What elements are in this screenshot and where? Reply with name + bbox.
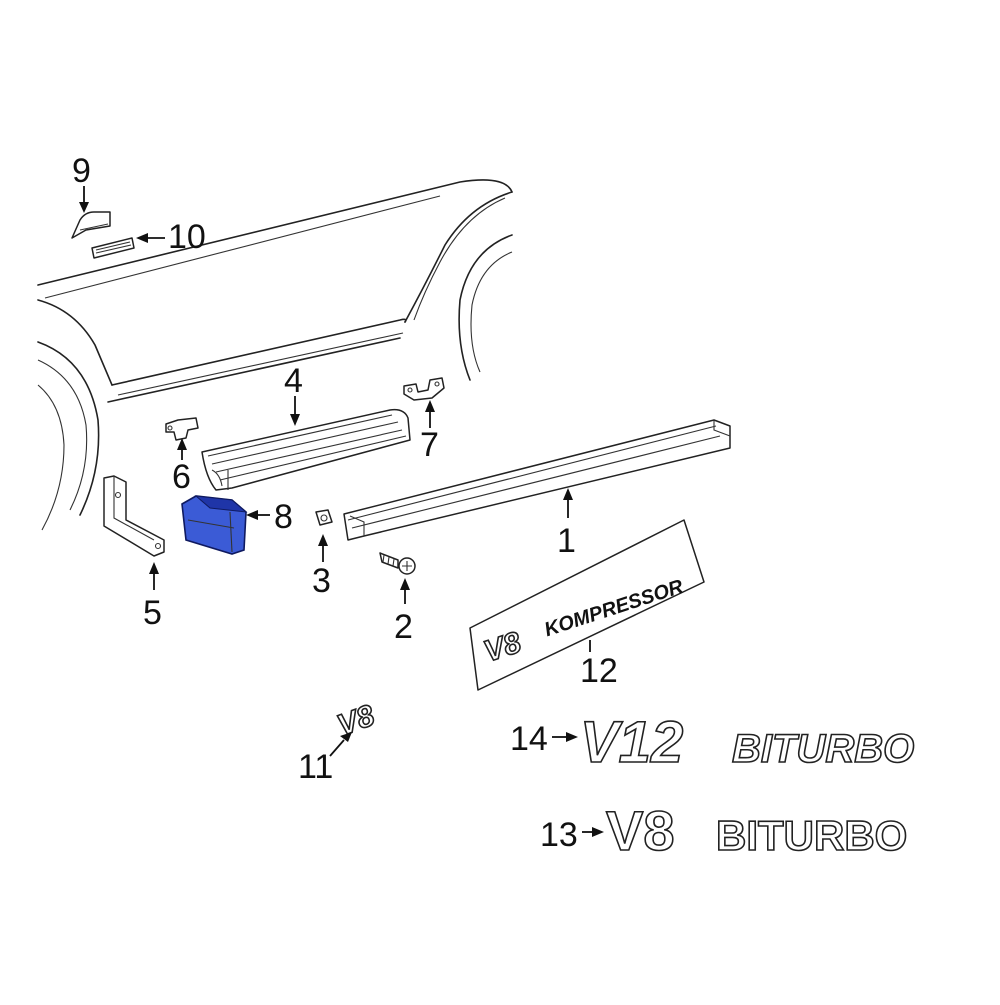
part-end-cap-highlighted[interactable]	[181, 495, 248, 555]
badge-v8-small-text: V8	[333, 699, 379, 743]
badge-v8-biturbo-v8-text: V8	[606, 799, 675, 862]
part-small-v8-badge: V8	[332, 698, 380, 743]
badge-v12-biturbo-text: BITURBO	[732, 727, 914, 771]
callout-10: 10	[168, 218, 206, 256]
callout-12: 12	[580, 652, 618, 690]
callout-6: 6	[172, 458, 191, 496]
callout-14: 14	[510, 720, 548, 758]
part-grille-badge	[91, 237, 135, 259]
callout-13: 13	[540, 816, 578, 854]
callout-7: 7	[420, 426, 439, 464]
part-v12-biturbo-badge: V12 BITURBO	[579, 709, 915, 776]
callout-2: 2	[394, 608, 413, 646]
part-bracket-rear	[403, 377, 445, 401]
callout-11: 11	[298, 748, 333, 786]
callout-5: 5	[143, 594, 162, 632]
vehicle-body-outline	[37, 179, 513, 531]
part-emblem-top	[71, 211, 111, 239]
part-clip-nut	[315, 509, 333, 526]
callout-4: 4	[284, 362, 303, 400]
part-small-bracket	[165, 417, 199, 441]
part-running-board	[201, 408, 411, 491]
part-l-bracket	[103, 475, 165, 557]
callout-3: 3	[312, 562, 331, 600]
badge-v12-text: V12	[580, 710, 683, 775]
part-v8-biturbo-badge: V8 BITURBO	[605, 798, 908, 863]
callout-9: 9	[72, 152, 91, 190]
callout-arrows	[79, 186, 604, 837]
part-rocker-molding	[343, 419, 731, 541]
callout-1: 1	[557, 522, 576, 560]
part-screw	[379, 552, 416, 575]
callout-8: 8	[274, 498, 293, 536]
callout-labels: 9 10 4 7 6 8 5 3 2 1 12 11 14 13	[72, 152, 618, 854]
badge-v8-biturbo-word-text: BITURBO	[716, 812, 907, 859]
